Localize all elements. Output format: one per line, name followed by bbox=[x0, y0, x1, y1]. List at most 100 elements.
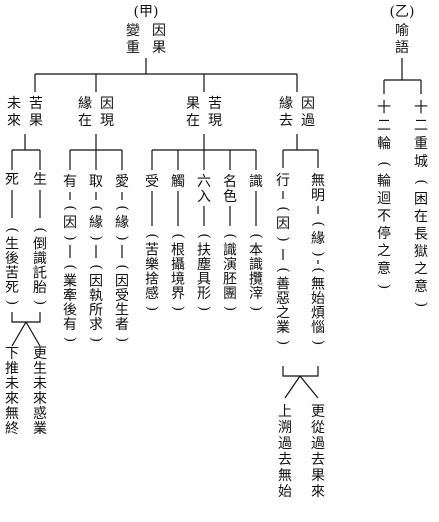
part-b-title: 喻語 bbox=[395, 23, 409, 56]
svg-text:因: 因 bbox=[276, 216, 290, 232]
svg-text:後: 後 bbox=[5, 251, 19, 267]
svg-text:不: 不 bbox=[377, 209, 391, 225]
svg-text:意: 意 bbox=[377, 260, 391, 277]
svg-text:演: 演 bbox=[223, 257, 237, 273]
svg-text:): ) bbox=[413, 302, 429, 307]
svg-text:執: 執 bbox=[89, 288, 103, 304]
group-2-item-desc-2: (因) bbox=[62, 205, 78, 240]
svg-text:現: 現 bbox=[100, 113, 114, 129]
svg-text:觸: 觸 bbox=[171, 174, 185, 190]
svg-text:團: 團 bbox=[223, 286, 237, 302]
svg-text:境: 境 bbox=[171, 272, 185, 288]
svg-text:語: 語 bbox=[395, 40, 409, 56]
svg-text:去: 去 bbox=[279, 113, 293, 129]
svg-text:本: 本 bbox=[249, 243, 263, 259]
svg-text:入: 入 bbox=[197, 189, 211, 205]
svg-text:(: ( bbox=[248, 233, 264, 238]
svg-text:(: ( bbox=[222, 233, 238, 238]
group-4-item-desc-1: (因) bbox=[275, 206, 291, 241]
svg-text:十: 十 bbox=[377, 100, 391, 116]
svg-text:來: 來 bbox=[311, 484, 325, 500]
svg-text:): ) bbox=[114, 235, 130, 240]
svg-text:根: 根 bbox=[171, 243, 185, 259]
svg-text:扶: 扶 bbox=[197, 243, 211, 259]
diagram-labels: (甲)因果變重苦果未來生(倒識託胎)死(生後苦死)更生未來惑業下推未來無終因現緣… bbox=[4, 4, 429, 500]
svg-text:(: ( bbox=[310, 267, 326, 272]
svg-text:過: 過 bbox=[278, 436, 292, 452]
group-4-item-head-1: 行 bbox=[276, 173, 290, 189]
svg-text:): ) bbox=[376, 284, 392, 289]
svg-text:無: 無 bbox=[5, 406, 19, 422]
svg-text:樂: 樂 bbox=[145, 256, 159, 273]
part-b-item-head-1: 十二輪 bbox=[377, 100, 391, 152]
svg-text:): ) bbox=[88, 337, 104, 342]
svg-text:): ) bbox=[310, 251, 326, 256]
group-2-header-col-1: 緣在 bbox=[78, 96, 92, 129]
svg-text:十: 十 bbox=[414, 100, 428, 116]
svg-text:在: 在 bbox=[78, 113, 92, 129]
svg-text:攝: 攝 bbox=[171, 257, 185, 273]
svg-text:苦: 苦 bbox=[145, 243, 159, 259]
svg-text:困: 困 bbox=[414, 192, 428, 208]
svg-text:果: 果 bbox=[186, 96, 200, 112]
svg-text:因: 因 bbox=[100, 96, 114, 112]
svg-text:之: 之 bbox=[276, 306, 290, 322]
svg-text:明: 明 bbox=[311, 188, 325, 204]
svg-text:): ) bbox=[275, 236, 291, 241]
svg-text:捨: 捨 bbox=[145, 271, 159, 288]
svg-text:牽: 牽 bbox=[63, 287, 77, 304]
svg-text:因: 因 bbox=[63, 215, 77, 231]
svg-text:更: 更 bbox=[33, 346, 47, 362]
svg-text:(: ( bbox=[88, 205, 104, 210]
svg-text:識: 識 bbox=[249, 257, 263, 273]
svg-text:識: 識 bbox=[249, 174, 263, 190]
group-3-item-head-3: 觸 bbox=[171, 174, 185, 190]
svg-text:果: 果 bbox=[311, 468, 325, 484]
svg-text:託: 託 bbox=[33, 266, 47, 282]
svg-text:求: 求 bbox=[89, 317, 103, 333]
group-2-item-head-1: 取 bbox=[89, 174, 103, 190]
svg-text:死: 死 bbox=[5, 280, 19, 296]
svg-text:無: 無 bbox=[278, 468, 292, 484]
svg-text:生: 生 bbox=[33, 361, 47, 377]
group-1-item-head-1: 死 bbox=[5, 172, 19, 188]
svg-text:緣: 緣 bbox=[115, 215, 129, 231]
svg-text:變: 變 bbox=[126, 23, 140, 39]
svg-text:重: 重 bbox=[414, 136, 428, 152]
svg-text:死: 死 bbox=[5, 172, 19, 188]
svg-text:長: 長 bbox=[414, 227, 428, 243]
svg-text:行: 行 bbox=[276, 173, 290, 189]
svg-text:從: 從 bbox=[311, 420, 325, 436]
svg-text:因: 因 bbox=[115, 274, 129, 290]
svg-text:受: 受 bbox=[115, 288, 129, 304]
group-1-header-col-1: 未來 bbox=[7, 96, 21, 129]
svg-text:(: ( bbox=[413, 179, 429, 184]
group-2-item-desc-0: (緣) bbox=[114, 205, 130, 240]
svg-text:在: 在 bbox=[414, 209, 428, 225]
svg-text:在: 在 bbox=[186, 113, 200, 129]
svg-text:更: 更 bbox=[311, 404, 325, 420]
svg-text:二: 二 bbox=[377, 118, 391, 134]
svg-text:感: 感 bbox=[145, 285, 159, 302]
svg-text:果: 果 bbox=[29, 113, 43, 129]
svg-text:生: 生 bbox=[115, 303, 129, 319]
svg-text:有: 有 bbox=[63, 317, 77, 333]
svg-text:): ) bbox=[88, 235, 104, 240]
svg-text:未: 未 bbox=[7, 96, 21, 112]
svg-text:胚: 胚 bbox=[223, 272, 237, 288]
svg-text:下: 下 bbox=[5, 346, 19, 362]
svg-text:來: 來 bbox=[5, 391, 19, 407]
svg-text:因: 因 bbox=[89, 274, 103, 290]
svg-text:惡: 惡 bbox=[276, 291, 290, 307]
svg-text:所: 所 bbox=[89, 303, 103, 319]
svg-text:因: 因 bbox=[301, 96, 315, 112]
svg-text:上: 上 bbox=[278, 404, 292, 420]
svg-text:生: 生 bbox=[33, 172, 47, 188]
